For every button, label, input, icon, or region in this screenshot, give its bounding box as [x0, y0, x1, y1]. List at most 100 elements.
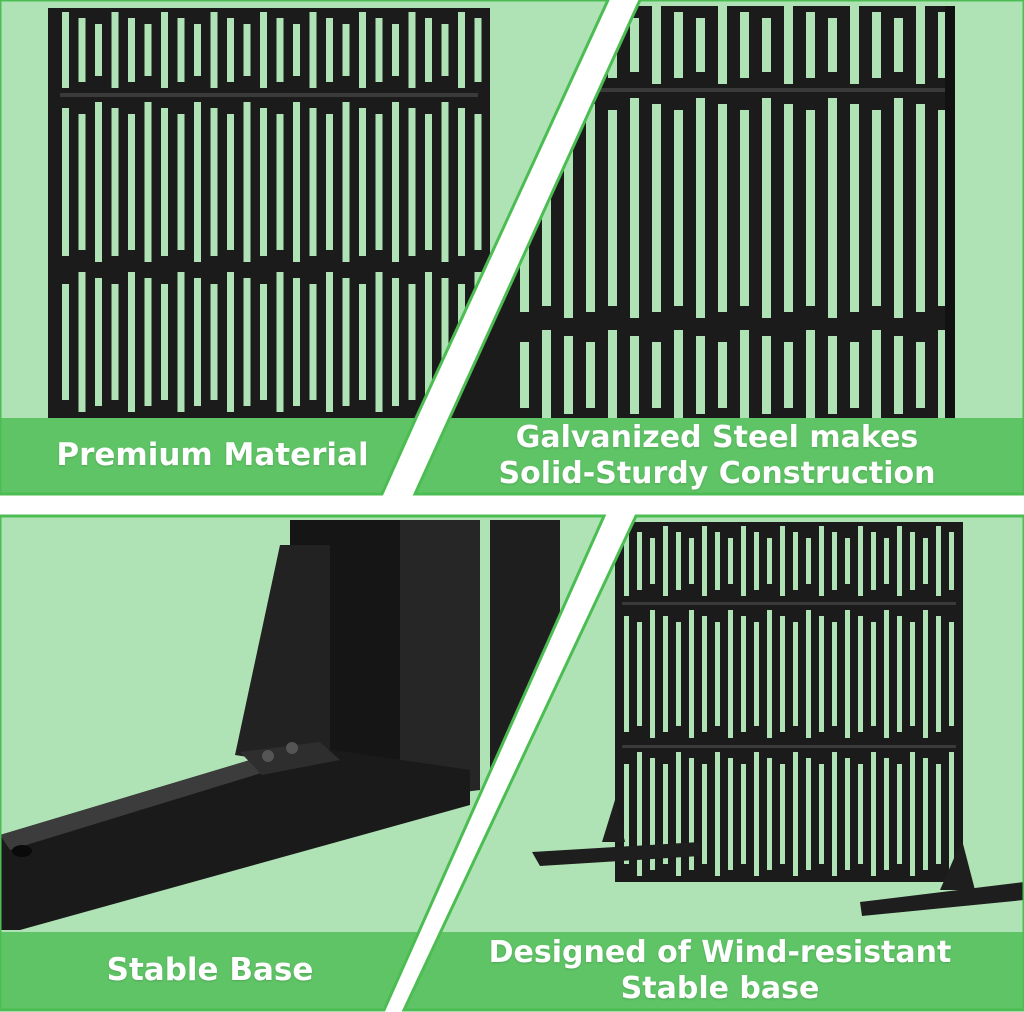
slat-gap [762, 98, 771, 318]
slat-gap [806, 538, 811, 584]
slat-gap [293, 24, 300, 76]
slat-gap [754, 752, 759, 876]
slat-gap [542, 330, 551, 418]
slat-gap [910, 532, 915, 590]
panel-premium-material [0, 0, 608, 494]
slat-gap [95, 278, 102, 406]
slat-gap [676, 622, 681, 726]
slat-gap [806, 610, 811, 738]
slat-gap [696, 98, 705, 318]
slat-gap [326, 114, 333, 250]
slat-gap [128, 272, 135, 412]
slat-gap [474, 114, 482, 250]
slat-gap [936, 616, 941, 732]
slat-gap [359, 108, 366, 256]
slat-gap [780, 526, 785, 596]
slat-gap [938, 12, 947, 78]
slat-gap [144, 24, 152, 76]
slat-gap [652, 342, 661, 408]
slat-gap [652, 6, 661, 84]
slat-gap [806, 110, 815, 306]
slat-gap [884, 758, 889, 870]
slat-gap [111, 12, 119, 88]
slat-gap [696, 336, 705, 414]
slat-gap [819, 764, 824, 864]
slat-gap [740, 110, 749, 306]
slat-gap [923, 758, 928, 870]
slat-gap [62, 284, 69, 400]
slat-gap [586, 342, 595, 408]
slat-gap [359, 284, 366, 400]
slat-gap [392, 102, 399, 262]
slat-gap [392, 278, 399, 406]
slat-gap [194, 278, 201, 406]
slat-gap [663, 764, 668, 864]
slat-gap [652, 104, 661, 312]
caption-band [0, 932, 420, 1010]
slat-gap [754, 532, 759, 590]
slat-gap [850, 104, 859, 312]
slat-gap [850, 6, 859, 84]
slat-gap [718, 104, 727, 312]
slat-gap [650, 610, 655, 738]
slat-gap [916, 104, 925, 312]
slat-gap [441, 24, 449, 76]
slat-gap [177, 114, 185, 250]
slat-gap [740, 12, 749, 78]
slat-gap [702, 526, 707, 596]
slat-gap [897, 764, 902, 864]
slat-gap [923, 610, 928, 738]
slat-gap [144, 102, 152, 262]
slat-gap [780, 764, 785, 864]
slat-gap [910, 752, 915, 876]
slat-gap [243, 24, 251, 76]
slat-gap [342, 102, 350, 262]
slat-gap [767, 538, 772, 584]
slat-gap [676, 532, 681, 590]
slat-gap [624, 616, 629, 732]
slat-gap [408, 284, 416, 400]
slat-gap [630, 18, 639, 72]
slat-gap [210, 284, 218, 400]
slat-gap [767, 758, 772, 870]
slat-gap [689, 758, 694, 870]
slat-gap [630, 98, 639, 318]
slat-gap [293, 278, 300, 406]
slat-gap [894, 18, 903, 72]
slat-gap [872, 110, 881, 306]
slat-gap [210, 12, 218, 88]
slat-gap [227, 18, 234, 82]
slat-gap [871, 532, 876, 590]
slat-gap [938, 110, 947, 306]
slat-gap [728, 538, 733, 584]
slat-gap [441, 102, 449, 262]
slat-gap [458, 12, 465, 88]
slat-gap [177, 18, 185, 82]
slat-gap [741, 616, 746, 732]
caption-line: Premium Material [56, 437, 369, 474]
caption-stable-base: Stable Base [0, 932, 420, 1010]
slat-gap [177, 272, 185, 412]
slat-gap [916, 6, 925, 84]
caption-galvanized-steel: Galvanized Steel makes Solid-Sturdy Cons… [450, 418, 984, 494]
slat-gap [793, 752, 798, 876]
slat-gap [441, 278, 449, 406]
slat-gap [780, 616, 785, 732]
slat-gap [884, 538, 889, 584]
slat-gap [884, 610, 889, 738]
slat-gap [949, 532, 954, 590]
slat-gap [408, 12, 416, 88]
slat-gap [128, 114, 135, 250]
slat-gap [858, 616, 863, 732]
slat-gap [845, 610, 850, 738]
slat-gap [696, 18, 705, 72]
bolt-icon [262, 750, 274, 762]
slat-gap [624, 526, 629, 596]
slat-gap [586, 104, 595, 312]
slat-gap [894, 336, 903, 414]
slat-gap [260, 284, 267, 400]
slat-gap [819, 616, 824, 732]
slat-gap [828, 18, 837, 72]
fence-panel-closeup [48, 8, 490, 418]
slat-gap [767, 610, 772, 738]
